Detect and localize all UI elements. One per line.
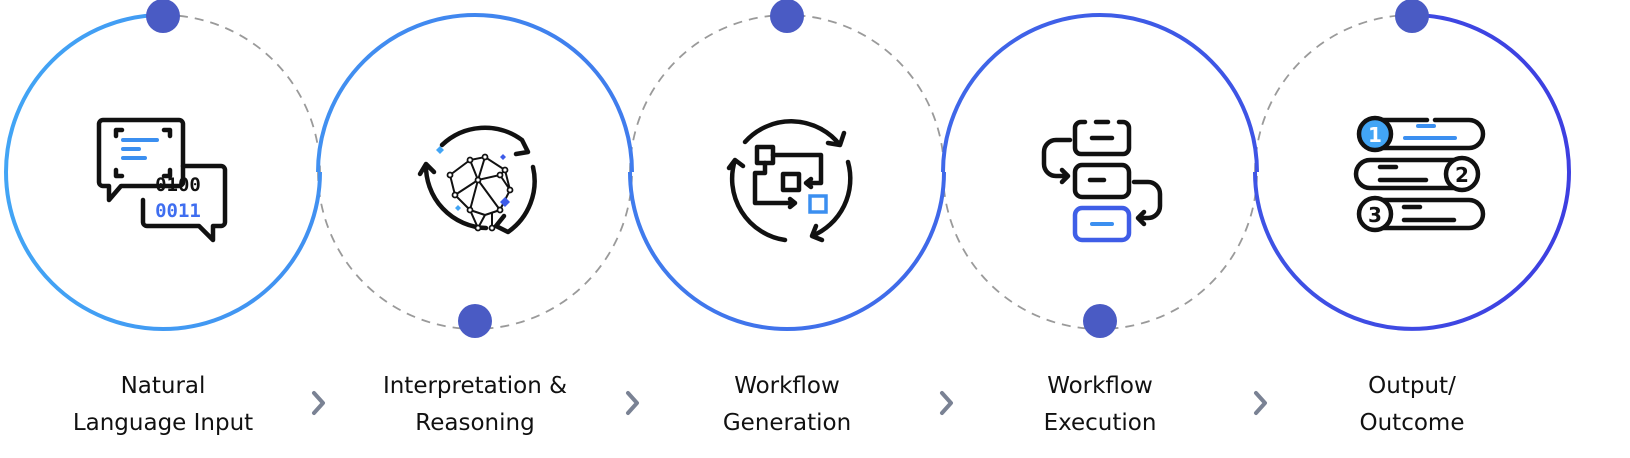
solid-arc-3 — [628, 171, 946, 331]
node-dot-2 — [458, 304, 492, 338]
list-number-1: 1 — [1368, 123, 1382, 147]
chevron-right-icon — [940, 391, 953, 415]
flowchart-cycle-icon — [726, 119, 853, 243]
solid-arc-1 — [4, 13, 322, 331]
dashed-arc-1 — [162, 14, 321, 173]
binary-top: 0100 — [155, 174, 201, 196]
dashed-arc-5 — [1254, 14, 1413, 173]
step-label-line2: Language Input — [73, 410, 253, 436]
solid-arc-5 — [1253, 13, 1572, 331]
step-label-1: Natural Language Input — [73, 373, 253, 436]
step-label-line1: Workflow — [734, 373, 840, 399]
step-label-line1: Natural — [121, 373, 206, 399]
node-dot-5 — [1395, 0, 1429, 33]
binary-bottom: 0011 — [155, 200, 201, 222]
step-label-line1: Workflow — [1047, 373, 1153, 399]
brain-network-icon — [417, 125, 537, 235]
step-label-line2: Outcome — [1360, 410, 1465, 436]
dashed-arc-3 — [629, 14, 945, 173]
chevron-right-icon — [312, 391, 325, 415]
node-dot-1 — [146, 0, 180, 33]
step-label-line1: Output/ — [1368, 373, 1456, 399]
step-label-line2: Reasoning — [415, 410, 534, 436]
step-label-line1: Interpretation & — [383, 373, 567, 399]
list-number-3: 3 — [1368, 203, 1382, 227]
solid-arc-4 — [941, 13, 1259, 173]
node-dot-4 — [1083, 304, 1117, 338]
numbered-list-icon: 1 2 3 — [1353, 115, 1486, 233]
list-number-2: 2 — [1455, 163, 1469, 187]
chevron-right-icon — [1254, 391, 1267, 415]
step-label-line2: Generation — [723, 410, 851, 436]
chevron-right-icon — [626, 391, 639, 415]
solid-arc-2 — [316, 13, 634, 173]
node-dot-3 — [770, 0, 804, 33]
step-label-line2: Execution — [1044, 410, 1157, 436]
chat-binary-icon: 0100 0011 — [96, 117, 228, 243]
step-label-2: Interpretation & Reasoning — [383, 373, 567, 436]
process-steps-icon — [1041, 119, 1163, 243]
step-label-4: Workflow Execution — [1044, 373, 1157, 436]
step-label-5: Output/ Outcome — [1360, 373, 1465, 436]
step-label-3: Workflow Generation — [723, 373, 851, 436]
